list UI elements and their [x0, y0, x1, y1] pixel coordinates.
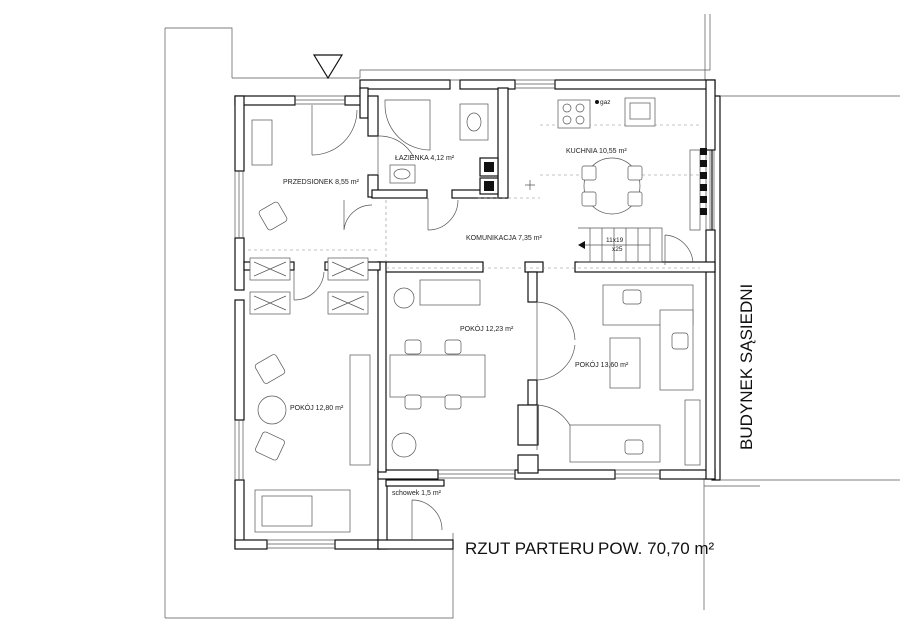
- dashed-guides: [248, 124, 700, 269]
- doors: [293, 105, 694, 540]
- room-labels: PRZEDSIONEK 8,55 m² ŁAZIENKA 4,12 m² KUC…: [283, 148, 629, 497]
- neighbor-building-label: BUDYNEK SĄSIEDNI: [737, 284, 756, 450]
- bed-icon: [254, 489, 351, 533]
- plan-total-area: POW. 70,70 m²: [598, 539, 715, 558]
- wardrobes: [249, 119, 369, 315]
- desk-icon: [419, 279, 481, 306]
- label-pokoj-1360: POKÓJ 13,60 m²: [575, 360, 629, 369]
- stairs: 11x19 x25: [578, 227, 663, 263]
- stairs-count: x25: [612, 246, 623, 253]
- stairs-size: 11x19: [606, 237, 624, 244]
- coffee-table-icon: [609, 337, 641, 389]
- site-outline: [164, 14, 760, 619]
- gas-label: gaz: [600, 99, 610, 106]
- armchair-icon: [258, 201, 288, 231]
- boiler-icon: [484, 162, 494, 172]
- plan-title: RZUT PARTERU: [465, 539, 594, 558]
- sink-icon: [459, 103, 489, 141]
- bedroom-furniture: [254, 354, 371, 533]
- label-pokoj-1280: POKÓJ 12,80 m²: [290, 403, 344, 412]
- table-icon: [389, 354, 486, 398]
- label-komunikacja: KOMUNIKACJA 7,35 m²: [466, 235, 543, 242]
- label-schowek: schowek 1,5 m²: [392, 490, 442, 497]
- label-pokoj-1223: POKÓJ 12,23 m²: [460, 324, 514, 333]
- kitchen-fixtures: gaz: [525, 97, 707, 231]
- entrance-marker-icon: [312, 54, 344, 80]
- label-kuchnia: KUCHNIA 10,55 m²: [566, 148, 627, 155]
- outer-walls: [234, 79, 716, 550]
- bathroom-fixtures: [384, 99, 494, 191]
- bench-icon: [251, 119, 273, 166]
- office-furniture: [389, 279, 486, 458]
- kitchen-table-icon: [583, 157, 641, 215]
- stair-arrow-icon: [578, 241, 585, 249]
- neighbor-building: BUDYNEK SĄSIEDNI: [711, 95, 900, 481]
- shower-icon: [384, 99, 431, 151]
- label-lazienka: ŁAZIENKA 4,12 m²: [395, 155, 455, 162]
- kitchen-sink-icon: [624, 97, 656, 127]
- toilet-icon: [389, 164, 416, 184]
- living-furniture: [569, 284, 701, 466]
- label-przedsionek: PRZEDSIONEK 8,55 m²: [283, 179, 360, 186]
- shelf-icon: [349, 354, 371, 466]
- stove-icon: [557, 99, 591, 129]
